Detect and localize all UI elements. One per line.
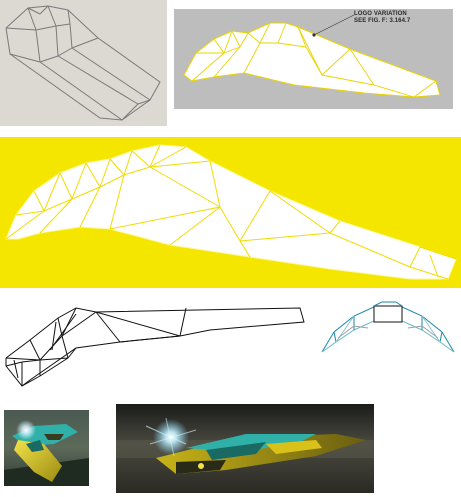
callout-dot [312,33,316,37]
teal-wireframe-front-panel [318,298,458,360]
callout-text-line-1: LOGO VARIATION [354,11,407,17]
black-wireframe-side-drawing [5,307,305,387]
craft-render-wide [116,404,374,493]
cockpit-box [373,305,403,323]
callout-leader-line [313,14,355,36]
large-yellow-wireframe-panel [0,137,461,288]
yellow-wireframe-gray-panel: LOGO VARIATION SEE FIG. F: 3.164.7 [174,9,453,109]
craft-render-wide-drawing [116,404,374,493]
callout-text-line-2: SEE FIG. F: 3.164.7 [354,18,411,24]
craft-render-thumbnail [4,410,89,486]
teal-wireframe-front-drawing [321,301,455,353]
craft-render-small-drawing [4,410,89,486]
large-yellow-wireframe-drawing [5,144,457,280]
gray-wireframe-drawing [5,5,161,121]
gray-wireframe-panel [0,0,167,126]
black-wireframe-side-panel [0,300,310,400]
yellow-wireframe-drawing: LOGO VARIATION SEE FIG. F: 3.164.7 [183,11,441,98]
